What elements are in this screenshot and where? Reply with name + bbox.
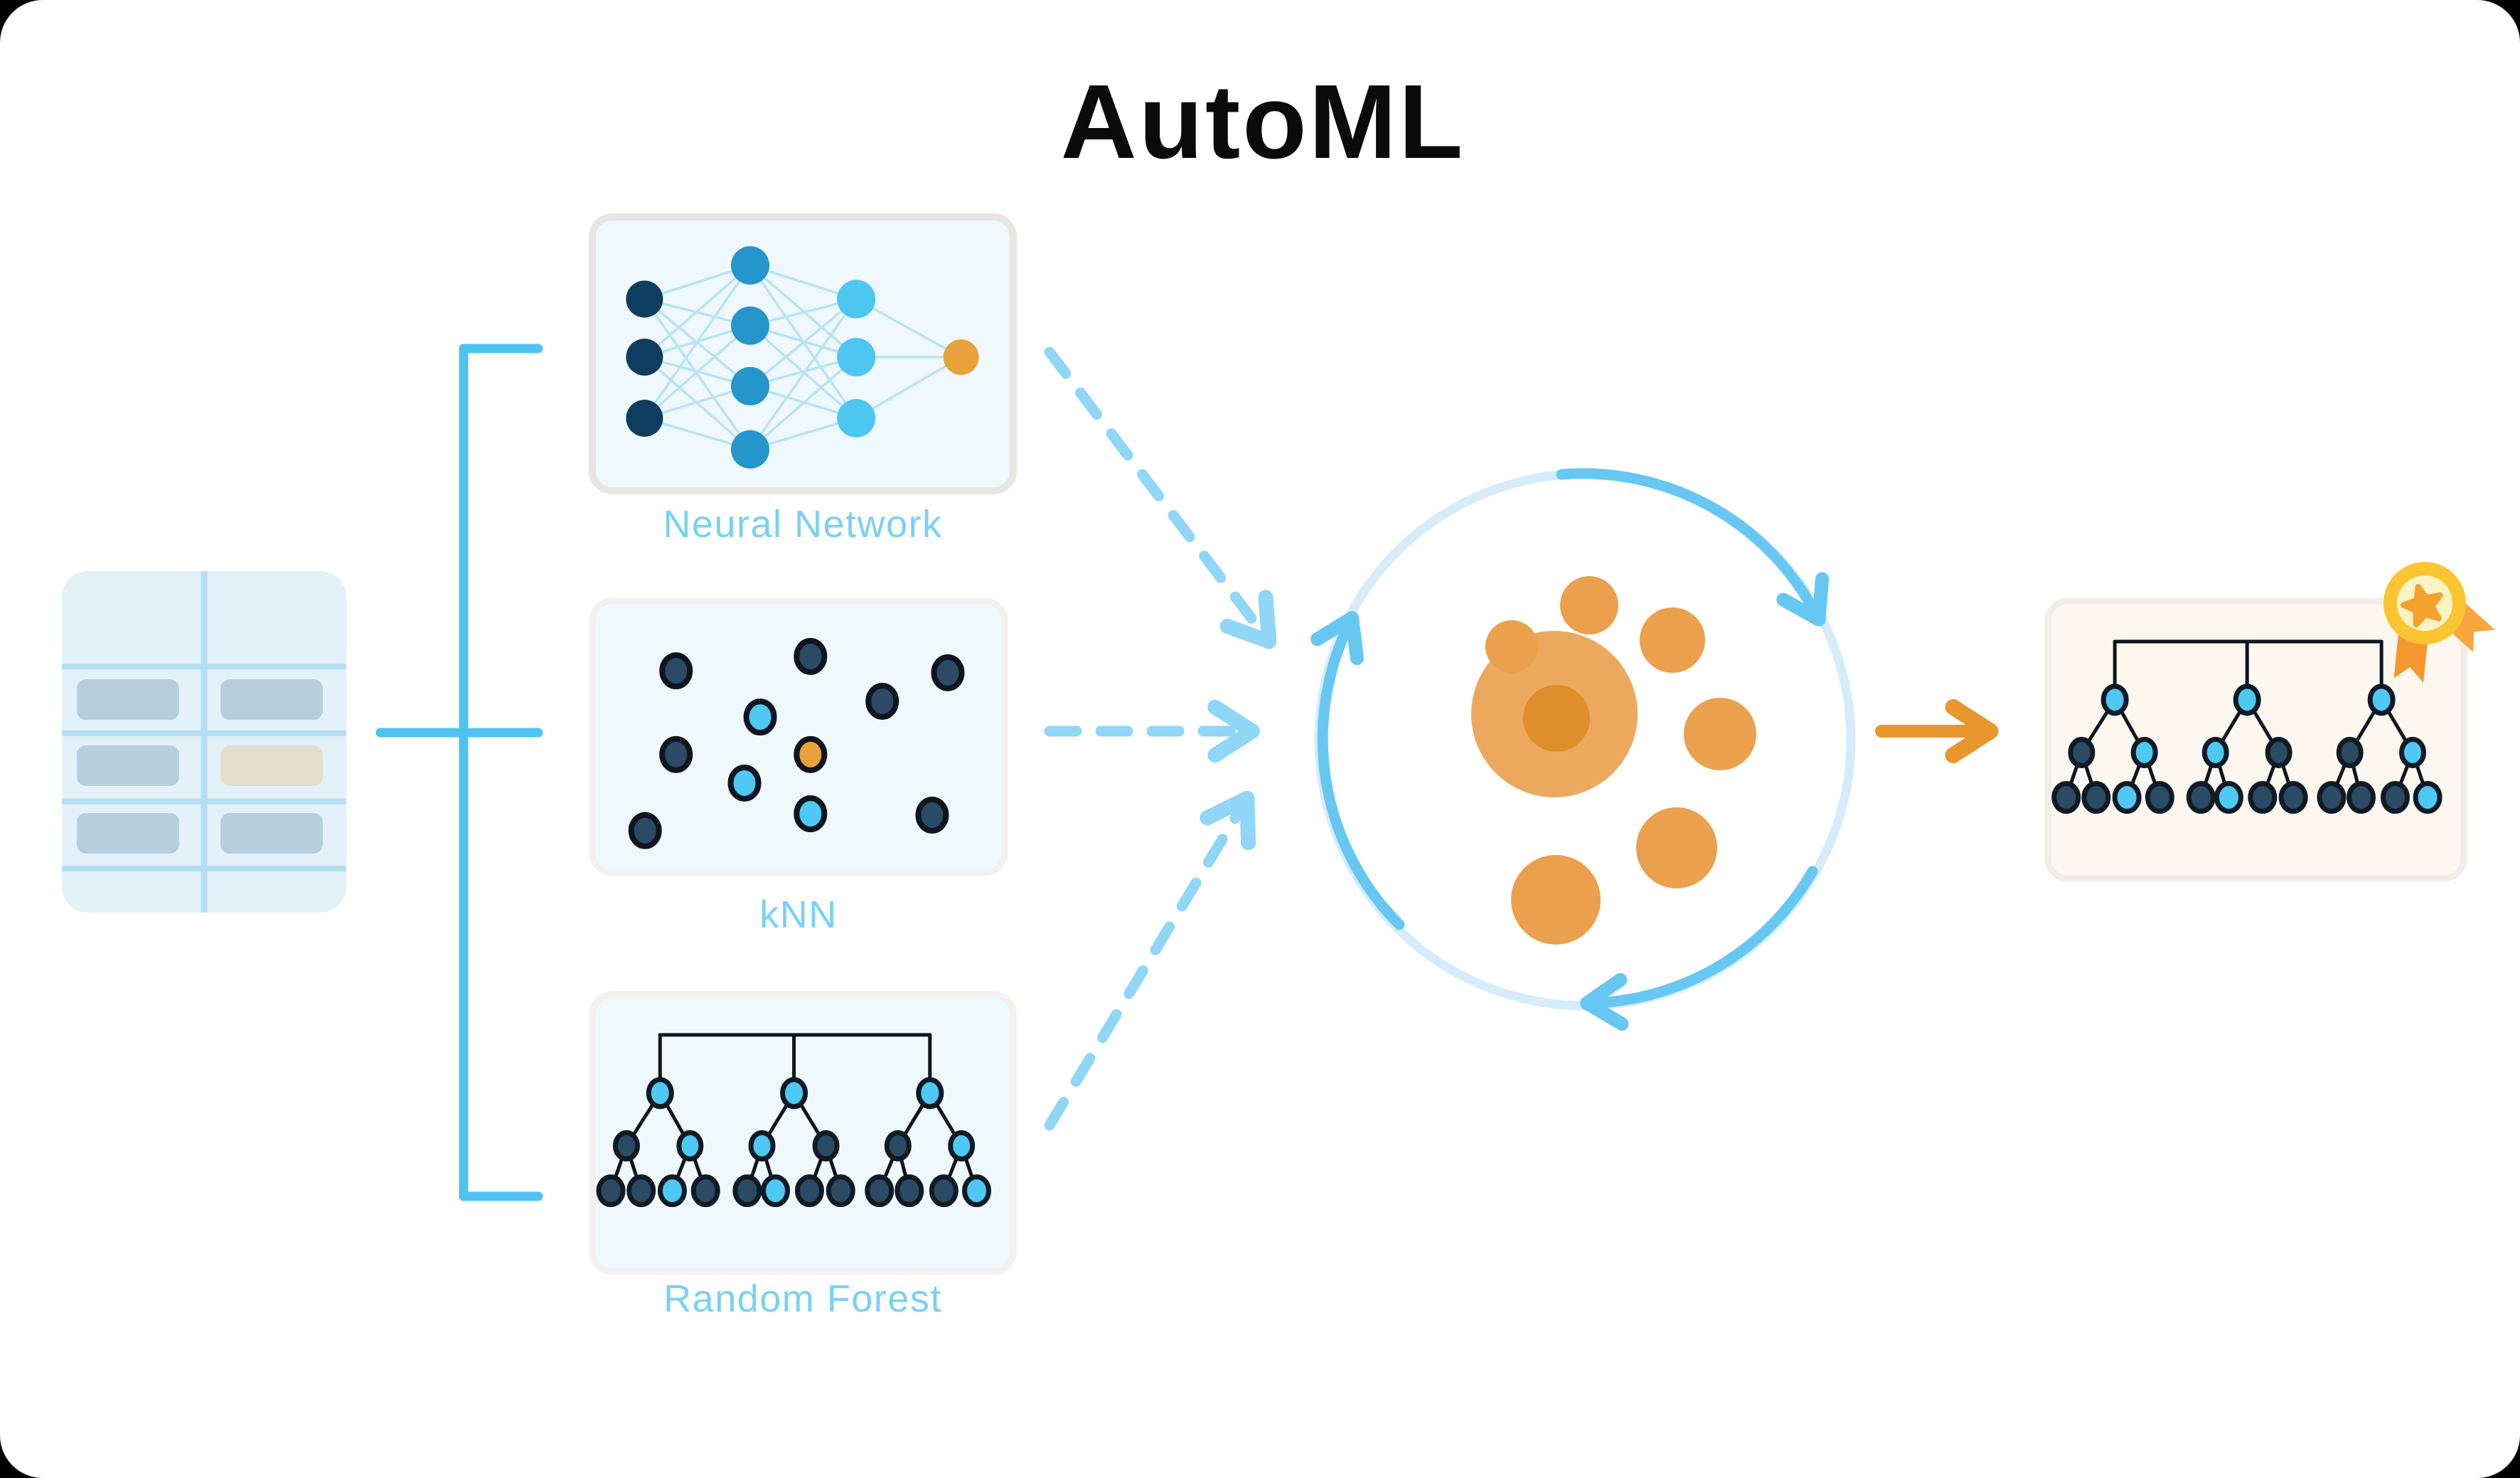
knn-card — [589, 597, 1008, 876]
cycle-arc-left — [1310, 611, 1405, 930]
tree-node — [2130, 736, 2158, 768]
winner-medal-icon — [2383, 562, 2495, 683]
tree-node — [2068, 736, 2095, 768]
table-cell — [77, 679, 179, 720]
nn-node — [837, 398, 876, 437]
tree-node — [612, 1129, 640, 1161]
cycle-blob — [1560, 576, 1618, 634]
nn-node — [731, 306, 769, 345]
cycle-blob — [1684, 698, 1756, 770]
knn-point-dark — [659, 652, 693, 690]
knn-label: kNN — [759, 893, 838, 936]
tree-node — [690, 1174, 720, 1208]
dashed-arrow-nn — [1044, 346, 1277, 649]
tree-node — [2214, 781, 2243, 814]
nn-node — [626, 399, 663, 437]
tree-node — [812, 1129, 840, 1161]
table-cell — [220, 813, 323, 854]
tree-node — [895, 1174, 924, 1208]
tree-node — [657, 1174, 687, 1208]
tree-node — [2399, 736, 2427, 768]
table-cell — [77, 745, 179, 786]
knn-point-orange — [794, 735, 828, 773]
tree-node — [626, 1174, 656, 1208]
tree-node — [2248, 781, 2278, 814]
neural-network-card — [589, 213, 1017, 494]
cycle-blob — [1511, 855, 1601, 945]
tree-node — [2112, 781, 2142, 814]
tree-node — [2347, 781, 2376, 814]
cycle-arc-top — [1556, 468, 1830, 627]
knn-point-dark — [931, 654, 965, 691]
tree-node — [780, 1077, 808, 1110]
neural-network-label: Neural Network — [663, 503, 943, 546]
tree-node — [865, 1174, 895, 1208]
candidate-arrows — [1044, 346, 1277, 1131]
tree-node — [826, 1174, 855, 1208]
tree-node — [916, 1077, 944, 1110]
knn-point-dark — [628, 812, 662, 849]
neural-network-icon — [626, 246, 979, 469]
cycle-blob — [1523, 685, 1590, 752]
knn-point-dark — [915, 797, 949, 834]
tree-node — [929, 1174, 959, 1208]
data-table-icon — [62, 571, 346, 913]
nn-node — [731, 366, 769, 405]
tree-node — [948, 1129, 976, 1161]
tree-node — [2081, 781, 2111, 814]
knn-point-light — [794, 795, 828, 833]
nn-node — [626, 339, 663, 376]
winner-tree-icon — [2051, 639, 2442, 814]
nn-node — [943, 339, 979, 376]
nn-node — [731, 246, 769, 285]
page-title: AutoML — [1060, 63, 1465, 181]
nn-node — [731, 430, 769, 469]
cycle-arc-bottom — [1580, 866, 1818, 1031]
star-icon — [2401, 584, 2443, 628]
bracket-connector — [375, 344, 543, 1201]
optimization-loop-icon — [1310, 468, 1856, 1031]
knn-point-light — [727, 764, 762, 802]
tree-node — [2278, 781, 2308, 814]
tree-node — [2265, 736, 2292, 768]
tree-node — [2233, 684, 2261, 716]
tree-node — [2336, 736, 2364, 768]
tree-node — [2413, 781, 2442, 814]
knn-point-dark — [659, 735, 693, 773]
random-forest-label: Random Forest — [663, 1277, 942, 1320]
dashed-arrow-rf — [1044, 790, 1256, 1131]
nn-node — [837, 280, 876, 319]
tree-node — [884, 1129, 912, 1161]
knn-point-dark — [794, 637, 828, 675]
table-cell-highlight — [220, 745, 323, 786]
tree-node — [2145, 781, 2174, 814]
tree-node — [761, 1174, 791, 1208]
table-cell — [220, 679, 323, 720]
tree-node — [732, 1174, 762, 1208]
tree-node — [794, 1174, 824, 1208]
tree-node — [961, 1174, 991, 1208]
tree-node — [2186, 781, 2216, 814]
cycle-blob — [1636, 807, 1717, 888]
tree-node — [2051, 781, 2081, 814]
knn-point-light — [743, 698, 777, 736]
tree-node — [2380, 781, 2410, 814]
tree-node — [676, 1129, 704, 1161]
nn-node — [837, 338, 876, 377]
tree-node — [748, 1129, 776, 1161]
tree-node — [2100, 684, 2129, 716]
tree-node — [2367, 684, 2396, 716]
tree-node — [2317, 781, 2347, 814]
knn-scatter-icon — [628, 637, 965, 849]
cycle-blob — [1640, 607, 1705, 673]
tree-node — [596, 1174, 626, 1208]
table-cell — [77, 813, 179, 854]
knn-point-dark — [865, 682, 899, 720]
decision-trees-icon — [596, 1033, 991, 1208]
tree-node — [646, 1077, 674, 1110]
nn-node — [626, 280, 663, 318]
tree-node — [2201, 736, 2229, 768]
